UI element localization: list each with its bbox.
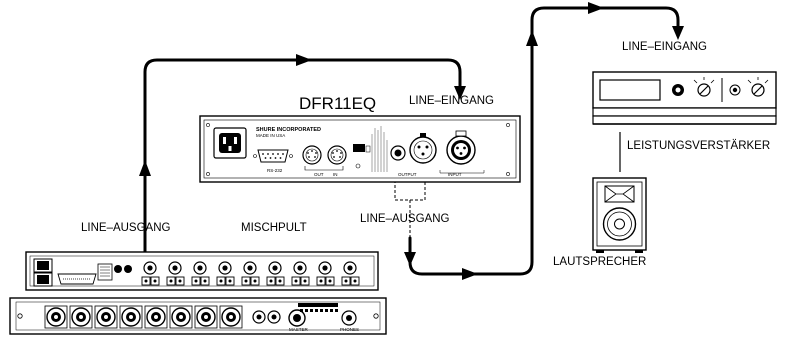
arrow-up-mixer-out [139, 160, 151, 176]
made-in-text: MADE IN USA [256, 133, 285, 138]
rs232-label: RS-232 [267, 168, 283, 173]
xlr-input-icon [446, 130, 476, 165]
dfr11eq-title: DFR11EQ [299, 94, 376, 113]
input-knob-icon [94, 305, 118, 329]
brand-text: SHURE INCORPORATED [256, 127, 321, 133]
rs232-connector-icon [253, 149, 293, 163]
loudspeaker [592, 177, 647, 253]
midi-in-icon [327, 145, 347, 165]
amp-knob-1-icon [693, 77, 715, 97]
amp-knob-2-icon [747, 77, 769, 97]
cable-dfr-to-amp [408, 6, 680, 276]
input-knob-icon [194, 305, 218, 329]
dfr-line-in-label: LINE–EINGANG [409, 95, 494, 107]
dfr-line-out-label: LINE–AUSGANG [360, 213, 450, 225]
channel-connector-icon [291, 261, 310, 286]
speaker-horn-icon [604, 185, 635, 203]
input-knob-icon [44, 305, 68, 329]
power-inlet-icon [213, 127, 247, 159]
power-amplifier [592, 71, 777, 125]
midi-out-label: OUT [314, 172, 324, 177]
input-knob-icon [69, 305, 93, 329]
channel-connector-icon [141, 261, 160, 286]
channel-connector-icon [316, 261, 335, 286]
channel-connector-icon [266, 261, 285, 286]
dfr-output-dashed-connector [394, 170, 426, 238]
mixer-front-panel: MASTER PHONES [9, 297, 387, 335]
arrow-right-bottom-cable [462, 268, 478, 280]
master-label: MASTER [289, 327, 309, 332]
arrow-up-right-cable [526, 30, 538, 46]
dfr11eq-rear-panel: SHURE INCORPORATED MADE IN USA RS-232 OU… [199, 115, 521, 183]
speaker-label: LAUTSPRECHER [553, 256, 646, 268]
arrow-down-dfr-out [404, 252, 416, 266]
phones-label: PHONES [340, 327, 359, 332]
output-label: OUTPUT [398, 172, 417, 177]
channel-connector-icon [341, 261, 360, 286]
midi-out-icon [302, 145, 322, 165]
dip-switch-block [353, 126, 388, 172]
channel-connector-icon [166, 261, 185, 286]
amp-line-in-label: LINE–EINGANG [622, 41, 707, 53]
mixer-power-icon [33, 258, 53, 287]
channel-connector-icon [191, 261, 210, 286]
channel-connector-icon [241, 261, 260, 286]
input-knob-icon [144, 305, 168, 329]
mixer-dsub-icon [57, 273, 97, 285]
xlr-output-icon [409, 133, 437, 164]
amp-input-jack-icon [672, 84, 684, 96]
mixer-rear-panel [25, 251, 379, 291]
midi-in-label: IN [333, 172, 338, 177]
speaker-woofer-icon [602, 207, 637, 241]
input-knob-icon [119, 305, 143, 329]
arrow-down-amp-in [672, 26, 684, 40]
input-label: INPUT [448, 172, 462, 177]
mixer-input-knobs [44, 305, 243, 329]
master-knob-icon [288, 309, 306, 327]
arrow-down-dfr-in [454, 86, 466, 100]
input-knob-icon [169, 305, 193, 329]
input-knob-icon [219, 305, 243, 329]
arrow-right-top-right-cable [588, 2, 604, 14]
amp-led-icon [729, 84, 741, 96]
amplifier-label: LEISTUNGSVERSTÄRKER [627, 140, 770, 152]
phones-jack-icon [341, 310, 357, 326]
quarter-inch-jack-icon [390, 145, 406, 161]
arrow-right-top-cable [296, 54, 312, 66]
mixer-line-out-label: LINE–AUSGANG [81, 222, 171, 234]
channel-connector-icon [216, 261, 235, 286]
mixer-aux-jacks-icon [252, 310, 281, 324]
mixer-label: MISCHPULT [241, 222, 307, 234]
mixer-channel-strip [141, 261, 360, 286]
mixer-meter-leds [298, 303, 338, 312]
